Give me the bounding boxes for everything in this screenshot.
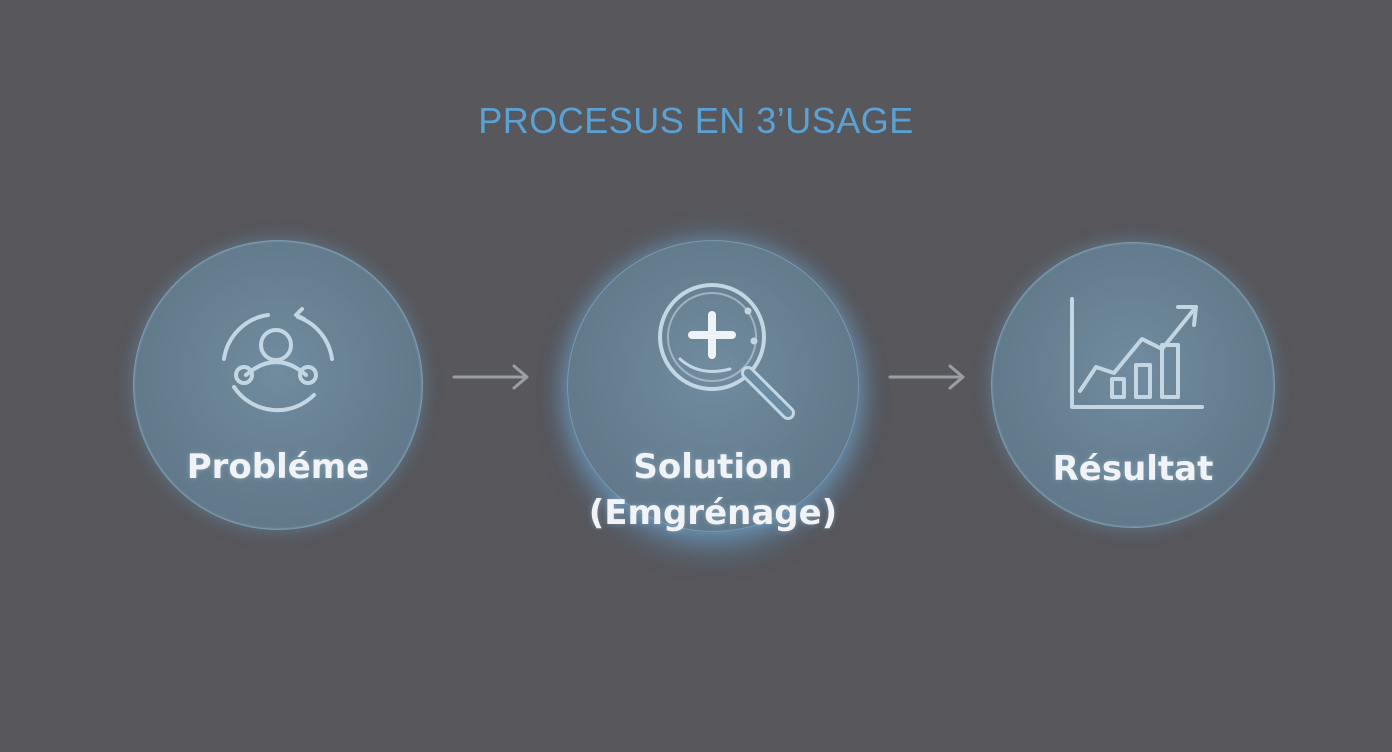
step-solution: Solution (Emgrénage) xyxy=(567,240,859,533)
step-probleme: Probléme xyxy=(133,240,423,530)
user-cycle-icon xyxy=(208,299,348,419)
step-label: Résultat xyxy=(1052,449,1214,489)
growth-chart-icon xyxy=(1066,295,1206,415)
step-label: Solution xyxy=(633,447,793,487)
magnifier-plus-icon xyxy=(650,281,800,431)
arrow-right-icon xyxy=(452,362,532,396)
arrow-right-icon xyxy=(888,362,968,396)
diagram-title: PROCESUS EN 3’USAGE xyxy=(478,100,914,141)
step-label: Probléme xyxy=(186,447,370,487)
step-resultat: Résultat xyxy=(991,242,1275,528)
step-sublabel: (Emgrénage) xyxy=(588,493,838,533)
